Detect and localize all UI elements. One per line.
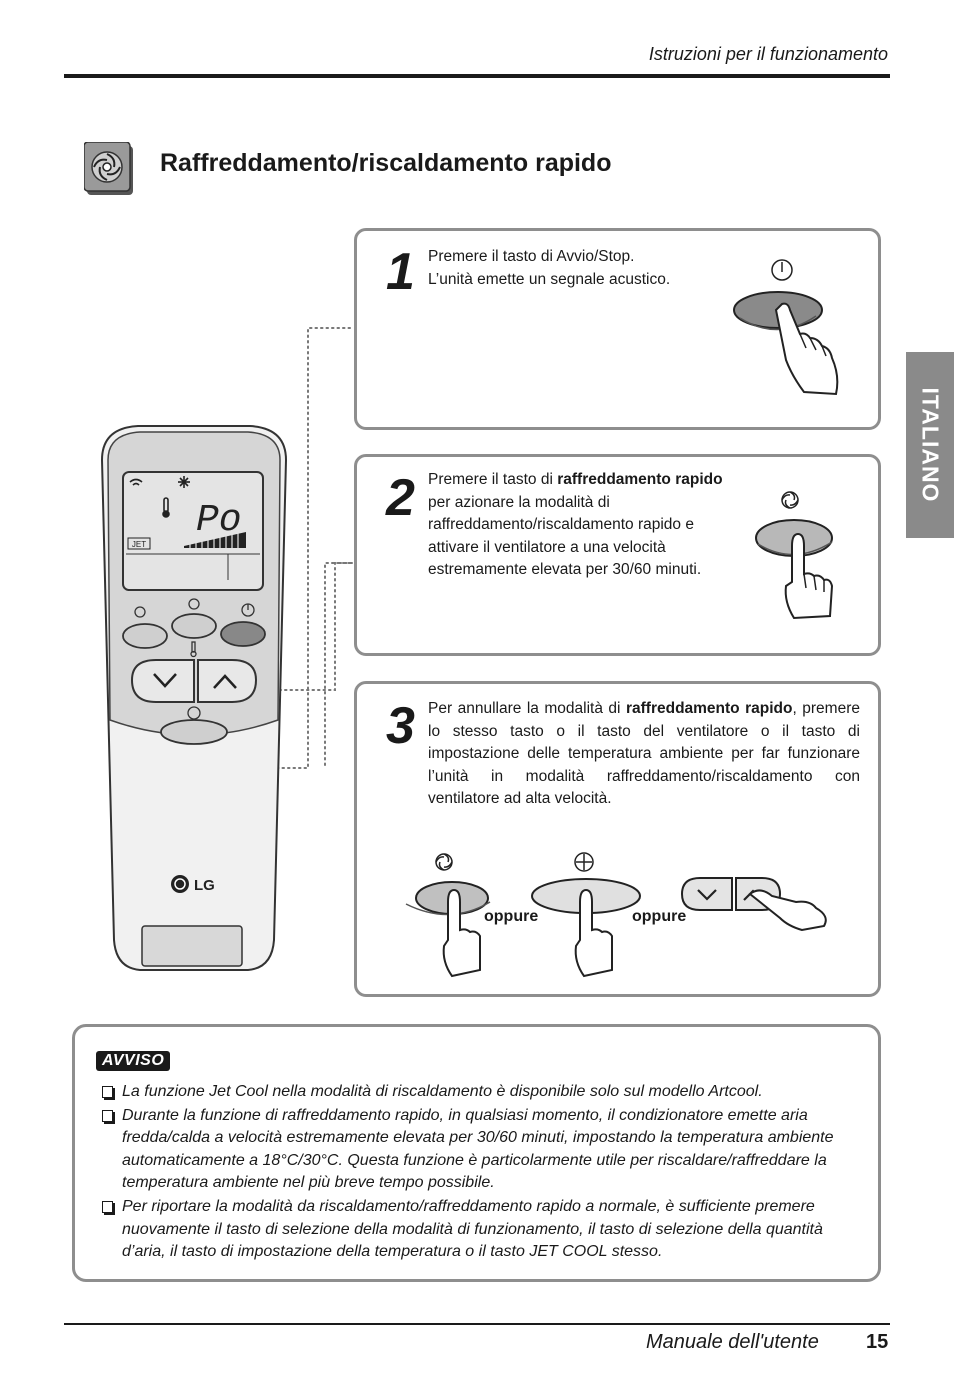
jet-cool-small-icon bbox=[435, 853, 453, 871]
step-3-number: 3 bbox=[386, 697, 415, 755]
remote-logo: LG bbox=[194, 877, 215, 894]
remote-jet-label: JET bbox=[132, 540, 146, 549]
fan-icon bbox=[574, 852, 594, 872]
step-2-number: 2 bbox=[386, 469, 415, 527]
step-2-text-bold: raffreddamento rapido bbox=[557, 471, 723, 488]
dotted-connectors bbox=[119, 327, 353, 769]
oppure-label-2: oppure bbox=[632, 908, 687, 925]
power-icon bbox=[771, 259, 793, 281]
notice-item: Durante la funzione di raffreddamento ra… bbox=[102, 1105, 864, 1195]
notice-box bbox=[72, 1024, 881, 1282]
remote-display-text: Po bbox=[196, 499, 242, 542]
running-header: Istruzioni per il funzionamento bbox=[648, 44, 888, 64]
notice-list: La funzione Jet Cool nella modalità di r… bbox=[102, 1081, 864, 1265]
page-number: 15 bbox=[866, 1331, 889, 1353]
notice-label: AVVISO bbox=[96, 1051, 171, 1071]
step-2-text-post: per azionare la modalità di raffreddamen… bbox=[428, 493, 702, 579]
language-tab: ITALIANO bbox=[906, 352, 954, 538]
step-3-box bbox=[354, 681, 881, 997]
bottom-rule bbox=[64, 1323, 890, 1325]
oppure-label-1: oppure bbox=[484, 908, 539, 925]
section-title: Raffreddamento/riscaldamento rapido bbox=[160, 149, 612, 177]
step-2-text-pre: Premere il tasto di bbox=[428, 471, 558, 488]
jet-cool-icon bbox=[83, 141, 134, 196]
step-3-text: Per annullare la modalità di raffreddame… bbox=[428, 698, 860, 811]
notice-item: La funzione Jet Cool nella modalità di r… bbox=[102, 1081, 864, 1104]
step-3-text-post: , premere lo stesso tasto o il tasto del… bbox=[428, 700, 860, 807]
step-1-text: Premere il tasto di Avvio/Stop. L’unità … bbox=[428, 246, 670, 291]
remote-control: JET Po LG bbox=[98, 420, 290, 980]
step-1-line: Premere il tasto di Avvio/Stop. bbox=[428, 248, 635, 265]
jet-cool-button-illustration bbox=[744, 486, 844, 626]
notice-item: Per riportare la modalità da riscaldamen… bbox=[102, 1196, 864, 1264]
step-2-text: Premere il tasto di raffreddamento rapid… bbox=[428, 469, 740, 582]
step-1-number: 1 bbox=[386, 243, 415, 301]
top-rule bbox=[64, 74, 890, 78]
jet-cool-small-icon bbox=[781, 491, 799, 509]
footer-label: Manuale dell'utente bbox=[646, 1331, 819, 1353]
cancel-options-illustration bbox=[400, 846, 840, 986]
step-1-line: L’unità emette un segnale acustico. bbox=[428, 270, 671, 288]
step-3-text-pre: Per annullare la modalità di bbox=[428, 700, 626, 717]
step-3-text-bold: raffreddamento rapido bbox=[625, 700, 793, 717]
power-button-illustration bbox=[726, 252, 846, 402]
